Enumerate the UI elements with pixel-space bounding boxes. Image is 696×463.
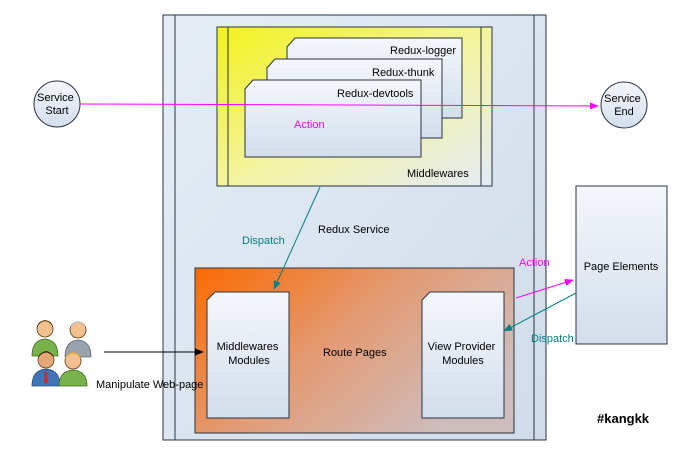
service-start-label: Service Start [37,92,77,117]
service-end-line: End [614,106,634,118]
middlewares-modules-card: Middlewares Modules [206,291,290,419]
service-start-node: Service Start [33,80,81,128]
dispatch-right-label: Dispatch [531,333,574,345]
redux-thunk-label: Redux-thunk [372,67,435,79]
users-group-icon [31,320,92,387]
dispatch-arrow-right [503,292,577,332]
service-end-label: Service End [604,93,644,118]
page-elements-box: Page Elements [575,185,668,345]
action-top-label: Action [294,119,325,131]
middlewares-modules-line: Middlewares [217,341,279,353]
service-start-line: Service [37,92,74,104]
redux-devtools-card: Redux-devtools [244,79,422,158]
route-pages-label: Route Pages [323,347,387,359]
redux-logger-label: Redux-logger [390,45,456,57]
redux-service-label: Redux Service [318,224,390,236]
view-provider-modules-line: View Provider [428,341,496,353]
action-arrow-top [79,102,599,110]
view-provider-modules-card: View Provider Modules [421,291,505,419]
service-start-line: Start [45,105,68,117]
watermark: #kangkk [597,411,650,426]
action-right-label: Action [519,257,550,269]
middlewares-modules-line: Modules [228,355,270,367]
page-elements-label: Page Elements [584,261,659,273]
service-end-node: Service End [600,81,648,129]
view-provider-modules-label: View Provider Modules [428,341,499,367]
service-end-line: Service [604,93,641,105]
manipulate-label: Manipulate Web-page [96,379,203,391]
middlewares-modules-label: Middlewares Modules [217,341,282,367]
redux-devtools-label: Redux-devtools [337,88,414,100]
dispatch-arrow-left [273,186,321,290]
dispatch-left-label: Dispatch [242,235,285,247]
action-arrow-right [515,279,574,299]
middlewares-label: Middlewares [407,168,469,180]
view-provider-modules-line: Modules [442,355,484,367]
